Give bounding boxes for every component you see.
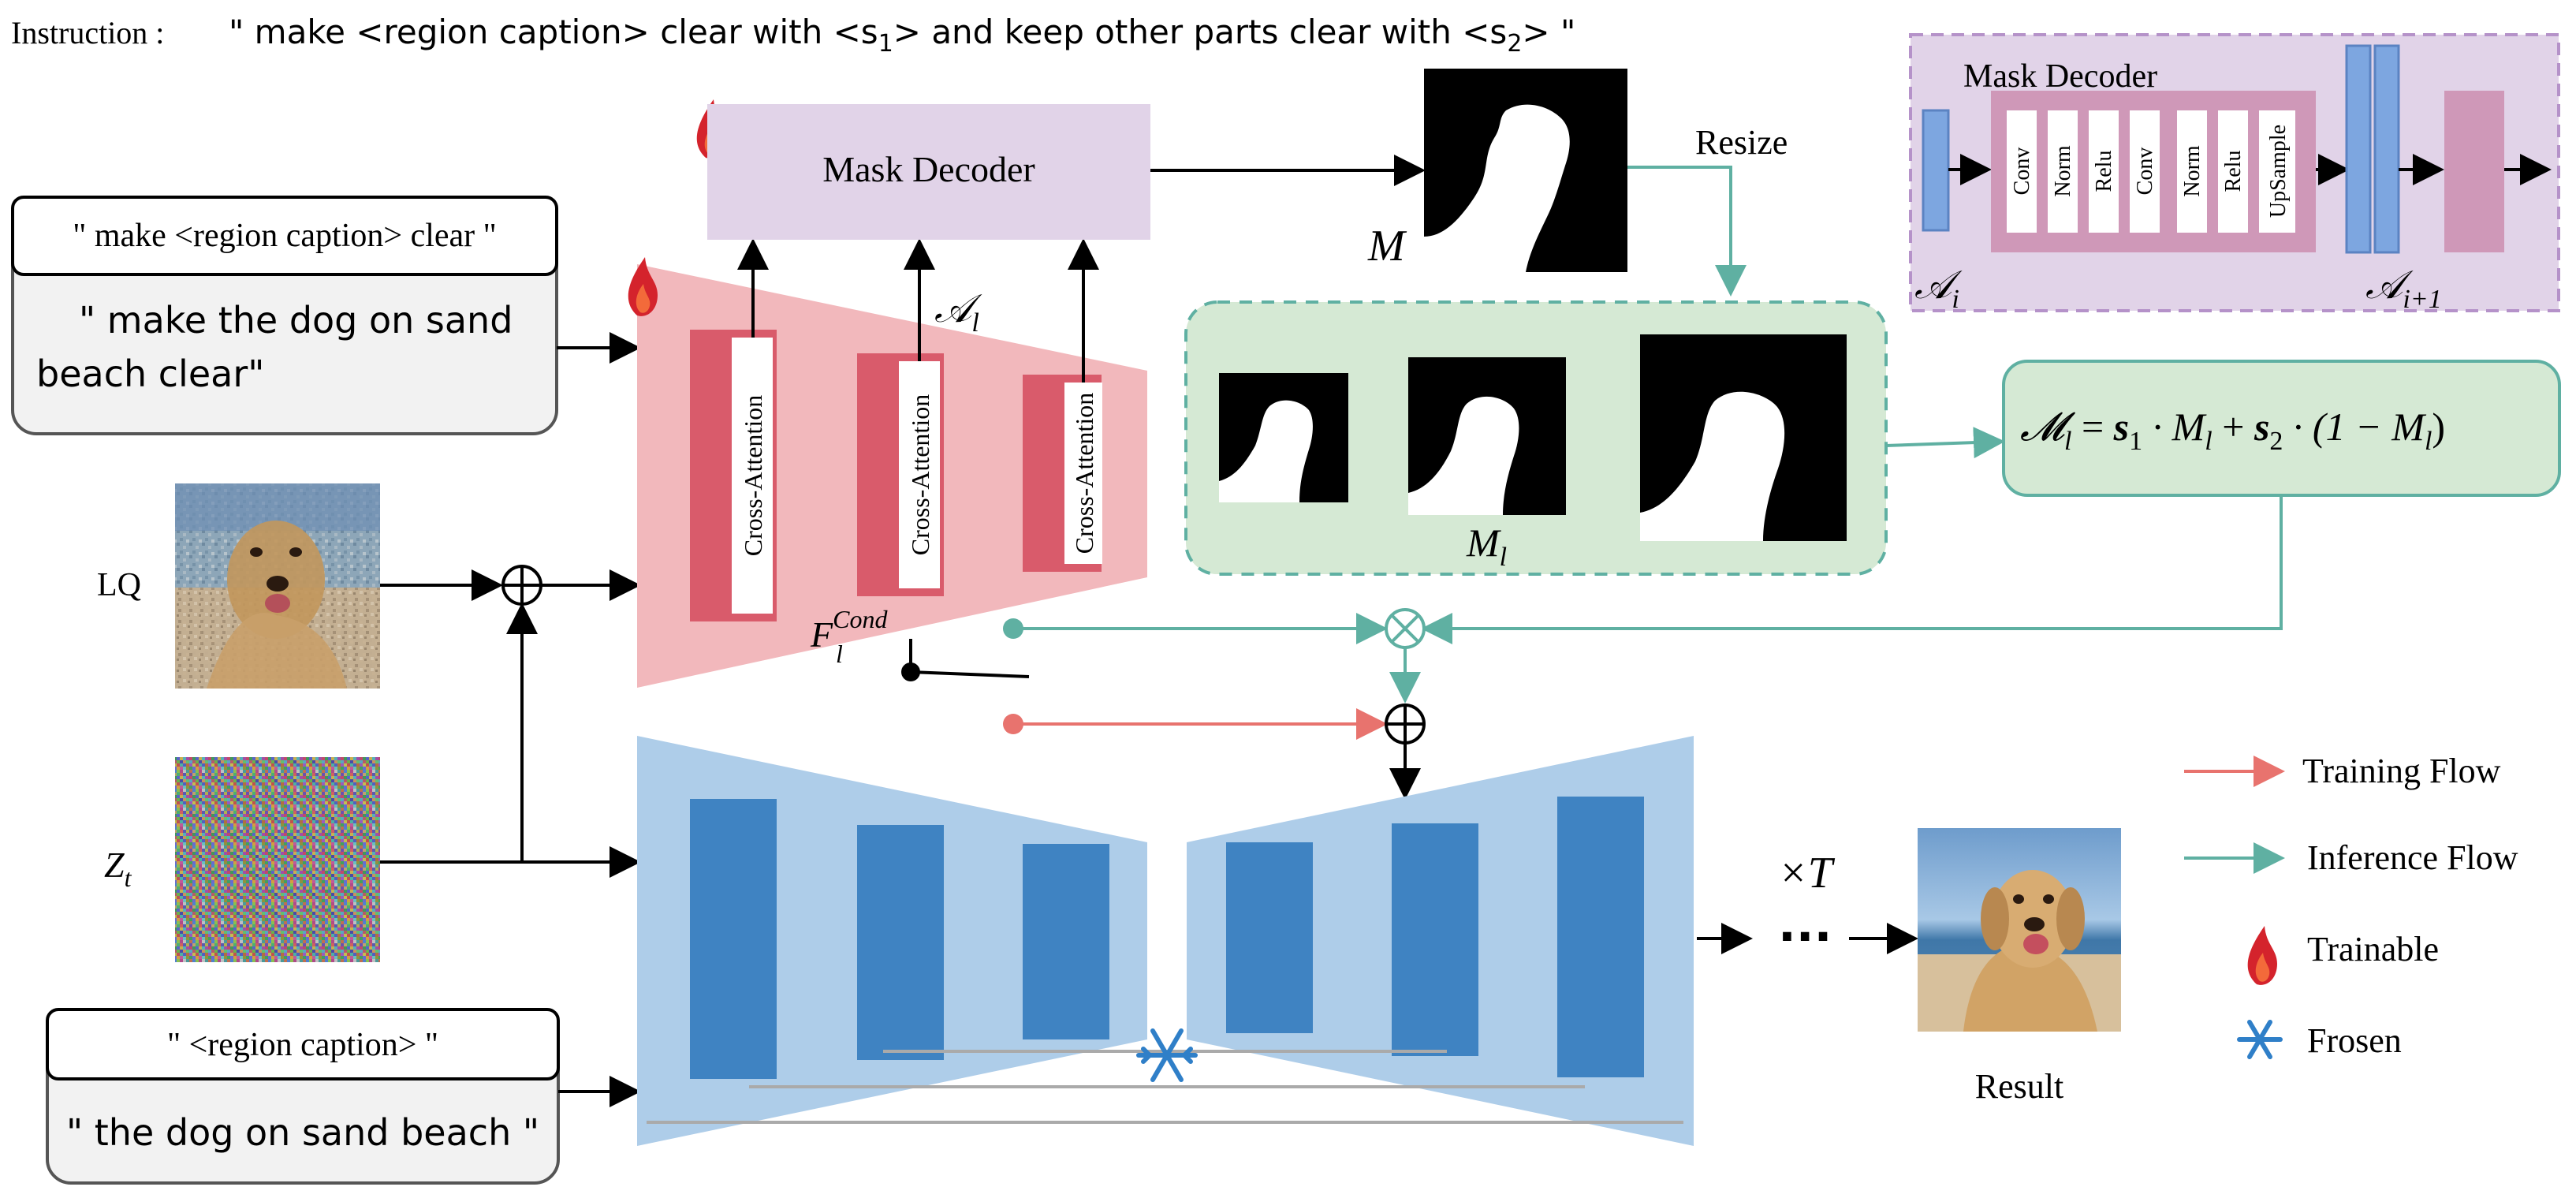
mask-small <box>1219 373 1348 502</box>
ml-label-main: M <box>1466 521 1501 565</box>
snowflake-icon-legend <box>2237 1020 2283 1059</box>
top-prompt-template-box <box>11 196 558 276</box>
inset-layer-stack <box>2007 110 2295 233</box>
legend-inference-label: Inference Flow <box>2307 838 2518 877</box>
legend-trainable-label: Trainable <box>2307 930 2439 968</box>
inset-layer-relu-2: Relu <box>2221 151 2246 192</box>
add-node-right <box>1385 703 1426 745</box>
inset-input-feature <box>1922 109 1950 232</box>
bottom-prompt-filled-text: " the dog on sand beach " <box>66 1111 539 1154</box>
formula-tail: · (1 − M <box>2283 405 2426 449</box>
formula-s2-sub: 2 <box>2269 427 2283 456</box>
formula-eq: = <box>2071 405 2113 449</box>
a-l-sub: l <box>971 308 979 338</box>
result-label: Result <box>1975 1067 2063 1106</box>
zt-label-sub: t <box>125 864 132 892</box>
zt-label-main: Z <box>104 845 125 885</box>
lq-label: LQ <box>97 567 141 603</box>
inset-layer-conv-1: Conv <box>2010 147 2034 196</box>
instruction-sub-2: 2 <box>1507 30 1522 58</box>
inset-layer-conv-2: Conv <box>2133 147 2157 196</box>
inset-layer-relu-1: Relu <box>2092 151 2116 192</box>
inset-layer-upsample: UpSample <box>2266 125 2291 218</box>
resize-label: Resize <box>1695 123 1788 162</box>
top-prompt-box: " make <region caption> clear " " make t… <box>11 196 558 435</box>
bottom-prompt-box: " <region caption> " " the dog on sand b… <box>46 1008 560 1185</box>
f-cond-sub: l <box>836 640 843 668</box>
ml-label-sub: l <box>1500 543 1507 572</box>
mask-large <box>1640 334 1847 541</box>
ml-label: Ml <box>1466 521 1507 572</box>
formula-s2: s <box>2254 405 2269 449</box>
mask-decoder-box <box>707 104 1150 240</box>
top-prompt-filled-line1: " make the dog on sand <box>79 299 513 341</box>
inset-output-block <box>2444 91 2504 252</box>
f-cond-sup: Cond <box>833 605 888 633</box>
inset-layer-norm-1: Norm <box>2051 145 2075 197</box>
attention-block-2 <box>857 353 944 596</box>
unet-decoder-block-1 <box>1226 842 1313 1033</box>
formula-s1: s <box>2113 405 2129 449</box>
mask-m-label: M <box>1367 222 1407 271</box>
instruction-sub-1: 1 <box>878 30 893 58</box>
inset-a-i1-sub: i+1 <box>2403 285 2441 314</box>
formula-text: 𝓜l = s1 · Ml + s2 · (1 − Ml) <box>2020 405 2445 456</box>
attention-label-1: Cross-Attention <box>739 395 767 556</box>
formula-tail-sub: l <box>2425 427 2432 456</box>
unet-decoder-block-2 <box>1392 823 1478 1056</box>
mask-decoder-label: Mask Decoder <box>822 149 1035 189</box>
top-prompt-template-text: " make <region caption> clear " <box>73 218 497 254</box>
unet-encoder-block-2 <box>857 825 944 1060</box>
instruction-text-a: " make <region caption> clear with <s <box>229 13 878 51</box>
mask-medium <box>1408 357 1566 515</box>
repeat-dots: ··· <box>1778 909 1832 965</box>
unet-encoder-block-1 <box>690 799 777 1079</box>
attention-block-3 <box>1023 375 1102 572</box>
unet-encoder-block-3 <box>1023 844 1109 1039</box>
masks-to-formula-arrow <box>1885 427 2005 459</box>
bottom-prompt-template-text: " <region caption> " <box>167 1027 438 1063</box>
unet-decoder-block-3 <box>1557 797 1644 1077</box>
bottom-prompt-template-box <box>46 1008 560 1080</box>
zt-noise-image <box>175 757 380 962</box>
lq-image <box>175 483 380 689</box>
switch-lever <box>910 670 1030 678</box>
a-l-label: 𝒜l <box>934 286 982 338</box>
result-image <box>1918 828 2121 1032</box>
formula-close: ) <box>2432 405 2445 449</box>
inset-title: Mask Decoder <box>1963 58 2157 95</box>
flame-icon-legend <box>2247 926 2277 985</box>
attention-label-3: Cross-Attention <box>1070 393 1098 554</box>
instruction-text-c: > " <box>1522 13 1575 51</box>
times-t-label: ×T <box>1778 849 1836 898</box>
inset-feature-1 <box>2345 44 2372 254</box>
attention-block-1 <box>690 330 777 621</box>
formula-m-sub: l <box>2205 427 2212 456</box>
resize-arrow <box>1627 166 1747 297</box>
snowflake-icon-unet <box>1136 1028 1198 1082</box>
instruction-text: " make <region caption> clear with <s1> … <box>229 13 1575 58</box>
zt-label: Zt <box>104 845 132 892</box>
inset-feature-2 <box>2373 44 2400 254</box>
attention-label-2: Cross-Attention <box>906 394 934 555</box>
inset-layer-norm-2: Norm <box>2180 145 2205 197</box>
multiply-node <box>1385 608 1426 649</box>
inset-a-i-sub: i <box>1952 285 1959 314</box>
formula-plus: + <box>2213 405 2254 449</box>
mask-m-image <box>1424 69 1627 272</box>
top-prompt-filled-line2: beach clear" <box>36 353 264 395</box>
instruction-text-b: > and keep other parts clear with <s <box>893 13 1508 51</box>
flame-icon-control-branch <box>628 257 658 316</box>
instruction-label: Instruction : <box>11 15 164 50</box>
formula-s1-sub: 1 <box>2129 427 2142 456</box>
formula-lhs-sub: l <box>2064 427 2071 456</box>
legend-training-label: Training Flow <box>2302 752 2501 790</box>
f-cond-main: F <box>810 614 833 655</box>
formula-dot-m: · M <box>2142 405 2207 449</box>
formula-to-multiply-arrow <box>1421 495 2283 644</box>
legend-frozen-label: Frosen <box>2307 1021 2402 1060</box>
f-cond-label: FCond l <box>810 605 888 668</box>
